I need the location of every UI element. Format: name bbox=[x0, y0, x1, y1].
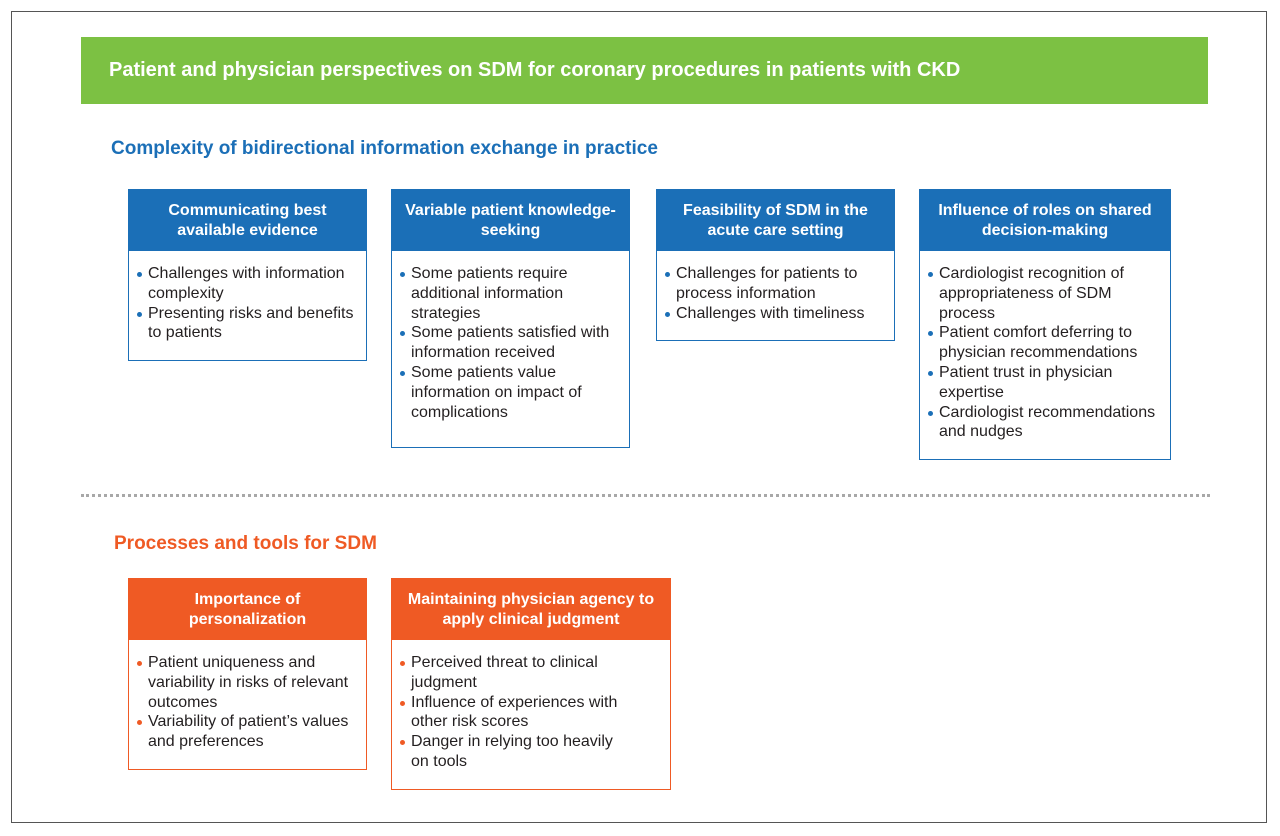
theme-box-influence-of-roles: Influence of roles on shared decision-ma… bbox=[919, 189, 1171, 460]
theme-box-title: Variable patient knowledge-seeking bbox=[392, 190, 629, 251]
list-item: Influence of experiences with other risk… bbox=[400, 693, 630, 733]
figure-title-banner: Patient and physician perspectives on SD… bbox=[81, 37, 1208, 104]
list-item: Perceived threat to clinical judgment bbox=[400, 653, 630, 693]
theme-box-physician-agency: Maintaining physician agency to apply cl… bbox=[391, 578, 671, 790]
list-item: Patient uniqueness and variability in ri… bbox=[137, 653, 360, 712]
list-item: Challenges with timeliness bbox=[665, 304, 888, 324]
theme-box-title: Influence of roles on shared decision-ma… bbox=[920, 190, 1170, 251]
theme-box-communicating-evidence: Communicating best available evidence Ch… bbox=[128, 189, 367, 361]
theme-box-list: Perceived threat to clinical judgment In… bbox=[392, 640, 670, 772]
theme-box-title: Maintaining physician agency to apply cl… bbox=[392, 579, 670, 640]
list-item: Patient comfort deferring to physician r… bbox=[928, 323, 1164, 363]
section-heading-processes-tools: Processes and tools for SDM bbox=[114, 533, 377, 554]
theme-box-personalization: Importance of personalization Patient un… bbox=[128, 578, 367, 770]
list-item: Cardiologist recommendations and nudges bbox=[928, 403, 1164, 443]
theme-box-list: Challenges with information complexity P… bbox=[129, 251, 366, 343]
theme-box-list: Patient uniqueness and variability in ri… bbox=[129, 640, 366, 752]
theme-box-list: Some patients require additional informa… bbox=[392, 251, 629, 422]
list-item: Some patients satisfied with information… bbox=[400, 323, 623, 363]
figure-frame bbox=[11, 11, 1267, 823]
list-item: Challenges with information complexity bbox=[137, 264, 360, 304]
theme-box-acute-care-feasibility: Feasibility of SDM in the acute care set… bbox=[656, 189, 895, 341]
figure-title: Patient and physician perspectives on SD… bbox=[109, 59, 961, 81]
theme-box-title: Importance of personalization bbox=[129, 579, 366, 640]
list-item: Some patients require additional informa… bbox=[400, 264, 623, 323]
list-item: Patient trust in physician expertise bbox=[928, 363, 1164, 403]
theme-box-knowledge-seeking: Variable patient knowledge-seeking Some … bbox=[391, 189, 630, 448]
theme-box-title: Communicating best available evidence bbox=[129, 190, 366, 251]
theme-box-list: Challenges for patients to process infor… bbox=[657, 251, 894, 323]
list-item: Challenges for patients to process infor… bbox=[665, 264, 888, 304]
list-item: Variability of patient’s values and pref… bbox=[137, 712, 360, 752]
theme-box-title: Feasibility of SDM in the acute care set… bbox=[657, 190, 894, 251]
list-item: Presenting risks and benefits to patient… bbox=[137, 304, 360, 344]
list-item: Cardiologist recognition of appropriaten… bbox=[928, 264, 1164, 323]
theme-box-list: Cardiologist recognition of appropriaten… bbox=[920, 251, 1170, 442]
section-heading-information-exchange: Complexity of bidirectional information … bbox=[111, 138, 658, 159]
list-item: Some patients value information on impac… bbox=[400, 363, 623, 422]
section-divider bbox=[81, 494, 1210, 497]
list-item: Danger in relying too heavily on tools bbox=[400, 732, 630, 772]
